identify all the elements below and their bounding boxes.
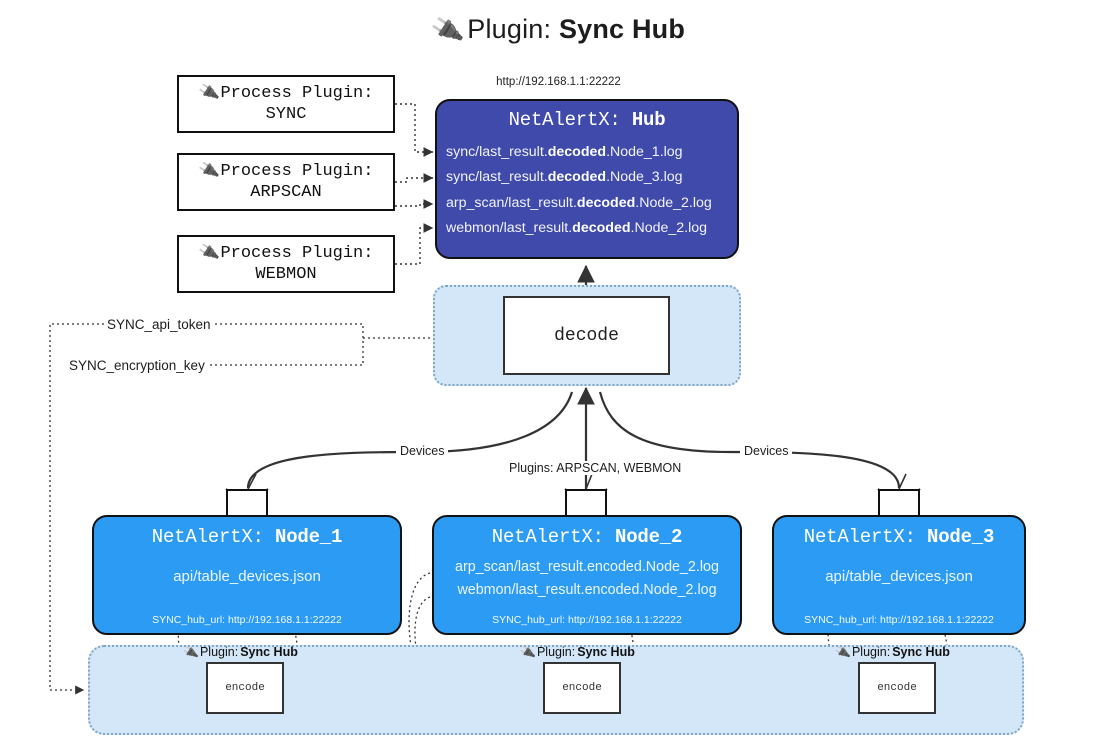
process-plugin-arpscan[interactable]: 🔌Process Plugin: ARPSCAN (177, 153, 395, 211)
node-hub-url: SYNC_hub_url: http://192.168.1.1:22222 (152, 614, 342, 626)
plug-icon: 🔌 (196, 160, 221, 183)
plug-icon: 🔌 (196, 242, 221, 265)
edge-label-devices-right: Devices (740, 444, 793, 458)
node-line: webmon/last_result.encoded.Node_2.log (457, 582, 717, 599)
node-title: NetAlertX: Node_3 (803, 526, 995, 548)
envelope-icon (565, 489, 607, 519)
process-plugin-title: Process Plugin: (220, 83, 374, 103)
stem-1 (247, 473, 257, 490)
hub-log-line: sync/last_result.decoded.Node_1.log (446, 144, 683, 160)
stem-2 (585, 473, 593, 490)
plug-icon: 🔌 (196, 82, 221, 105)
node-title: NetAlertX: Node_2 (491, 526, 683, 548)
node-1[interactable]: NetAlertX: Node_1 api/table_devices.json… (92, 515, 402, 635)
node-line: api/table_devices.json (825, 568, 973, 585)
edge-label-plugins: Plugins: ARPSCAN, WEBMON (505, 461, 686, 475)
process-plugin-name: ARPSCAN (250, 183, 322, 202)
encode-box-3[interactable]: encode (858, 662, 936, 714)
sync-api-token-label: SYNC_api_token (104, 317, 214, 332)
page-title: 🔌Plugin: Sync Hub (0, 13, 1117, 47)
node-hub-url: SYNC_hub_url: http://192.168.1.1:22222 (804, 614, 994, 626)
plug-icon: 🔌 (429, 13, 466, 47)
node-line: arp_scan/last_result.encoded.Node_2.log (455, 559, 719, 575)
page-title-lead: Plugin: (467, 14, 559, 44)
edge-label-devices-left: Devices (396, 444, 449, 458)
node-3[interactable]: NetAlertX: Node_3 api/table_devices.json… (772, 515, 1026, 635)
hub-title-lead: NetAlertX: (508, 109, 632, 131)
hub-title: NetAlertX: Hub (437, 109, 737, 131)
process-plugin-sync[interactable]: 🔌Process Plugin: SYNC (177, 75, 395, 133)
hub-log-line: webmon/last_result.decoded.Node_2.log (446, 219, 708, 236)
edge-arpscan-to-hub (395, 173, 434, 183)
plug-icon: 🔌 (181, 643, 200, 661)
edge-sync-to-hub (395, 103, 434, 157)
edge-arpscan2-to-hub (395, 199, 434, 209)
process-plugin-name: WEBMON (255, 265, 317, 284)
encoder-plugin-label: 🔌Plugin: Sync Hub (518, 643, 635, 661)
hub-node[interactable]: NetAlertX: Hub sync/last_result.decoded.… (435, 99, 739, 259)
encoder-plugin-label: 🔌Plugin: Sync Hub (181, 643, 298, 661)
encode-box-1[interactable]: encode (206, 662, 284, 714)
encoder-plugin-label: 🔌Plugin: Sync Hub (833, 643, 950, 661)
plug-icon: 🔌 (833, 643, 852, 661)
sync-encryption-key-label: SYNC_encryption_key (66, 358, 208, 373)
process-plugin-title: Process Plugin: (220, 243, 374, 263)
node-line: api/table_devices.json (173, 568, 321, 585)
decode-box[interactable]: decode (503, 296, 670, 375)
hub-log-line: sync/last_result.decoded.Node_3.log (446, 169, 683, 186)
process-plugin-title: Process Plugin: (220, 161, 374, 181)
process-plugin-name: SYNC (265, 105, 307, 124)
stem-3 (898, 473, 907, 490)
hub-title-strong: Hub (631, 109, 666, 131)
hub-url-label: http://192.168.1.1:22222 (496, 76, 621, 88)
page-title-strong: Sync Hub (558, 14, 686, 44)
edge-keys-to-encoders (49, 323, 104, 695)
hub-log-line: arp_scan/last_result.decoded.Node_2.log (446, 194, 712, 211)
encode-box-2[interactable]: encode (543, 662, 621, 714)
node-2[interactable]: NetAlertX: Node_2 arp_scan/last_result.e… (432, 515, 742, 635)
plug-icon: 🔌 (518, 643, 537, 661)
node-title: NetAlertX: Node_1 (151, 526, 343, 548)
process-plugin-webmon[interactable]: 🔌Process Plugin: WEBMON (177, 235, 395, 293)
node-hub-url: SYNC_hub_url: http://192.168.1.1:22222 (492, 614, 682, 626)
edge-webmon-to-hub (395, 223, 434, 265)
